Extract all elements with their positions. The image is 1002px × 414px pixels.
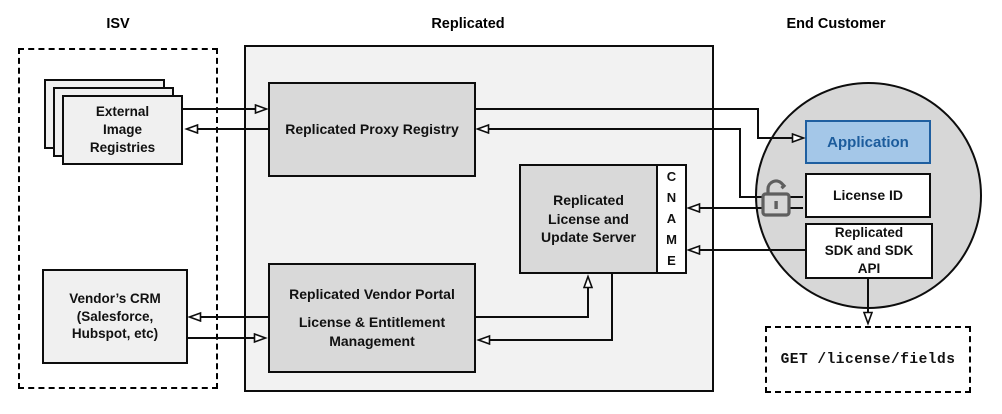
section-title-replicated: Replicated bbox=[431, 16, 505, 32]
vendor-portal-subtitle: License & Entitlement Management bbox=[298, 314, 446, 349]
section-title-end-customer: End Customer bbox=[786, 16, 886, 32]
vendors-crm-node: Vendor’s CRM (Salesforce, Hubspot, etc) bbox=[42, 269, 188, 364]
replicated-sdk-node: Replicated SDK and SDK API bbox=[805, 223, 933, 279]
api-endpoint-node: GET /license/fields bbox=[765, 326, 971, 393]
external-image-registries-node: External Image Registries bbox=[62, 95, 183, 165]
license-id-node: License ID bbox=[805, 173, 931, 218]
vendor-portal-title: Replicated Vendor Portal bbox=[289, 286, 455, 303]
license-update-server-node: Replicated License and Update Server bbox=[519, 164, 658, 274]
application-node: Application bbox=[805, 120, 931, 164]
proxy-registry-node: Replicated Proxy Registry bbox=[268, 82, 476, 177]
section-title-isv: ISV bbox=[106, 16, 130, 32]
vendor-portal-node: Replicated Vendor Portal License & Entit… bbox=[268, 263, 476, 373]
cname-strip: CNAME bbox=[656, 164, 687, 274]
isv-group-box bbox=[18, 48, 218, 389]
